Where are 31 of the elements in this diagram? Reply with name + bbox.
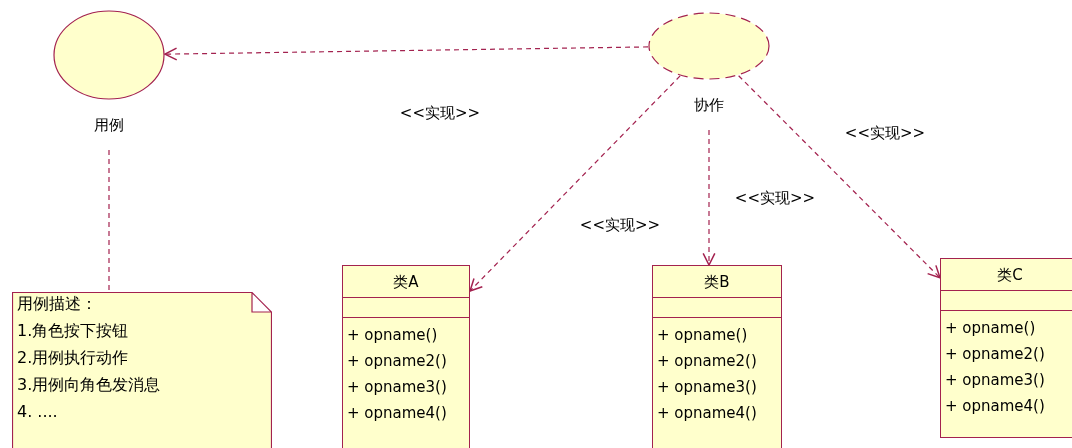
operation: + opname4()	[945, 396, 1045, 417]
operation: + opname4()	[347, 403, 447, 424]
note-line: 3.用例向角色发消息	[17, 375, 161, 396]
note-line: 1.角色按下按钮	[17, 321, 129, 342]
note-line: 4. ....	[17, 402, 58, 421]
dashed-arrow	[164, 46, 649, 61]
dashed-arrow	[738, 75, 941, 279]
note-box	[12, 292, 272, 448]
operation: + opname()	[657, 325, 748, 346]
ellipse-label: 用例	[93, 116, 125, 135]
dashed-arrow	[702, 129, 716, 266]
dashed-line	[108, 149, 110, 293]
class-name: 类B	[704, 273, 730, 291]
class-name: 类A	[393, 273, 419, 291]
note-heading: 用例描述：	[17, 294, 97, 315]
class-box	[342, 265, 470, 448]
operation: + opname2()	[657, 351, 757, 372]
operation: + opname3()	[945, 370, 1045, 391]
ellipse-label: 协作	[693, 96, 725, 115]
operation: + opname()	[347, 325, 438, 346]
operation: + opname3()	[347, 377, 447, 398]
operation: + opname()	[945, 318, 1036, 339]
operation: + opname2()	[945, 344, 1045, 365]
dashed-arrow	[469, 75, 681, 292]
operation: + opname3()	[657, 377, 757, 398]
class-box	[940, 258, 1072, 438]
operation: + opname2()	[347, 351, 447, 372]
class-name: 类C	[997, 266, 1023, 284]
class-box	[652, 265, 782, 448]
note-line: 2.用例执行动作	[17, 348, 129, 369]
operation: + opname4()	[657, 403, 757, 424]
